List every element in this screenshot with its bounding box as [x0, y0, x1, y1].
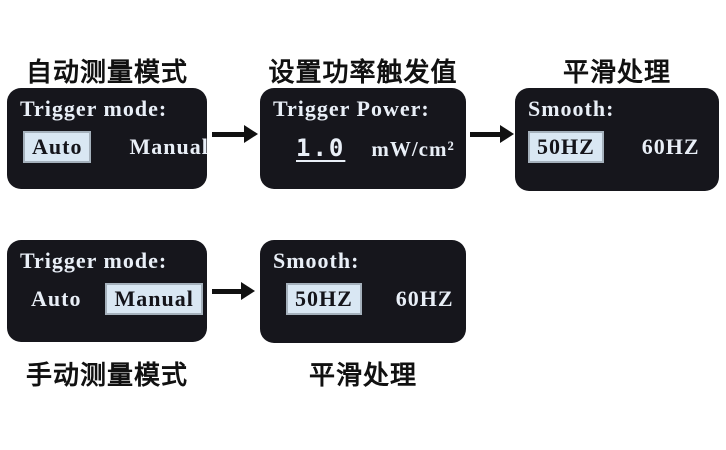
- label-smoothing-bottom: 平滑处理: [308, 360, 417, 390]
- screen-title: Smooth:: [528, 96, 615, 121]
- flow-arrow-right-icon: [212, 282, 255, 300]
- label-smoothing-top: 平滑处理: [562, 57, 671, 87]
- flow-arrow-right-icon: [470, 125, 514, 143]
- lcd-screen-trigger-mode-auto: Trigger mode: Auto Manual: [7, 88, 209, 189]
- trigger-power-value: 1.0: [296, 134, 346, 162]
- option-60hz: 60HZ: [641, 134, 700, 159]
- screen-title: Trigger mode:: [20, 96, 168, 121]
- option-auto: Auto: [31, 286, 82, 311]
- lcd-screen-trigger-power: Trigger Power: 1.0 mW/cm²: [260, 88, 466, 189]
- screen-title: Trigger Power:: [273, 96, 430, 121]
- lcd-screen-smooth-top: Smooth: 50HZ 60HZ: [515, 88, 719, 191]
- option-auto: Auto: [23, 131, 92, 164]
- flow-arrow-right-icon: [212, 125, 258, 143]
- lcd-screen-trigger-mode-manual: Trigger mode: Auto Manual: [7, 240, 207, 342]
- screen-title: Trigger mode:: [20, 248, 168, 273]
- option-50hz: 50HZ: [286, 283, 362, 316]
- option-50hz: 50HZ: [528, 131, 604, 164]
- label-manual-measure-mode: 手动测量模式: [25, 360, 188, 390]
- label-auto-measure-mode: 自动测量模式: [25, 57, 188, 87]
- screen-title: Smooth:: [273, 248, 360, 273]
- option-manual: Manual: [105, 283, 203, 316]
- trigger-power-unit: mW/cm²: [371, 137, 455, 161]
- option-60hz: 60HZ: [395, 286, 454, 311]
- option-manual: Manual: [129, 134, 209, 159]
- lcd-screen-smooth-bottom: Smooth: 50HZ 60HZ: [260, 240, 466, 343]
- label-set-power-trigger-value: 设置功率触发值: [268, 57, 458, 87]
